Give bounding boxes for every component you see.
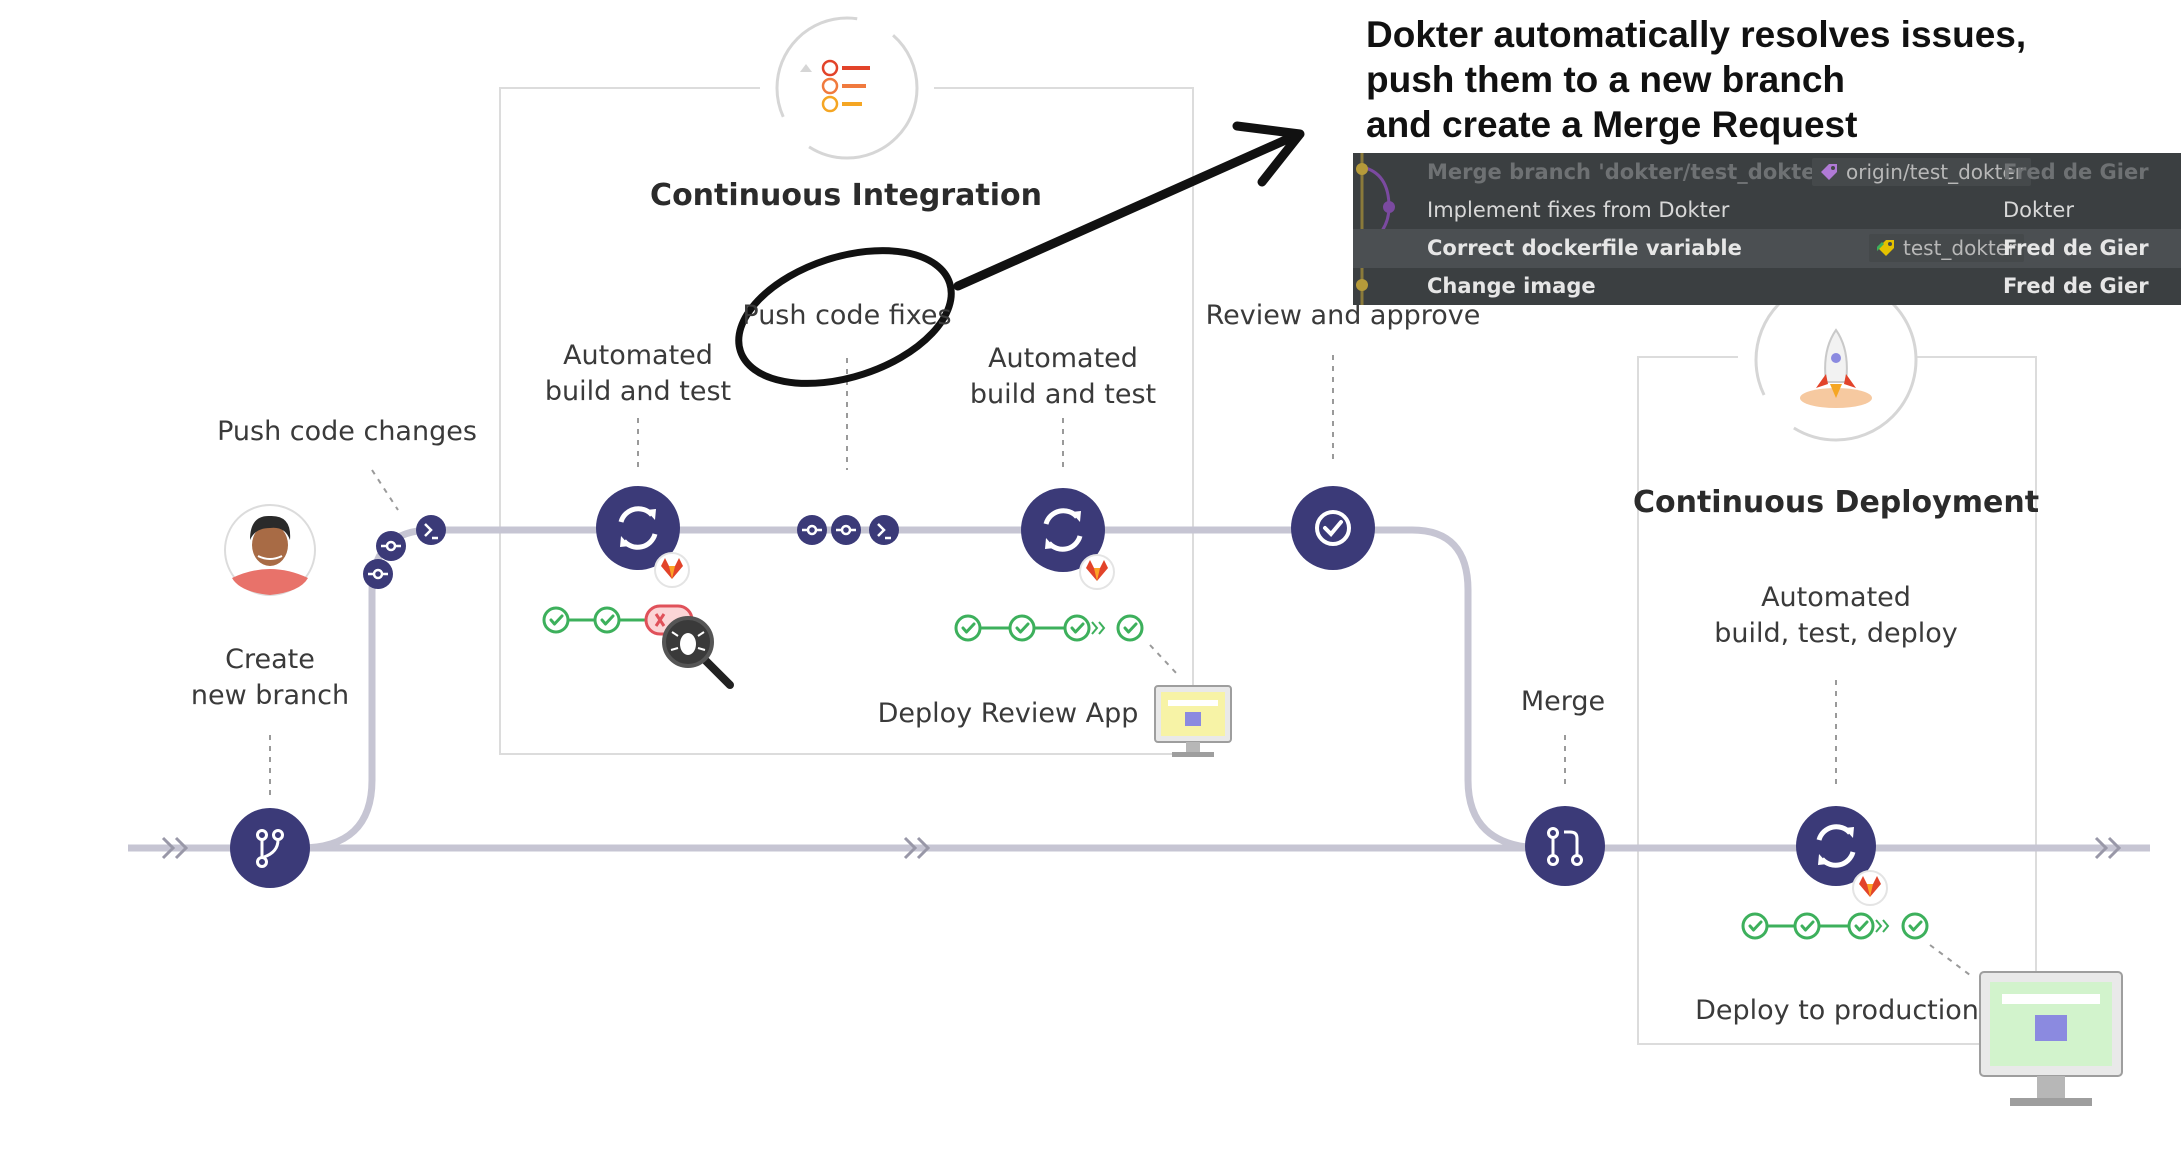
label-create-branch-1: Create: [225, 644, 315, 675]
chevrons-start: [161, 836, 189, 860]
label-push-code-fixes: Push code fixes: [742, 300, 952, 331]
monitor-icon: [1979, 971, 2123, 1106]
terminal-icon: [416, 515, 446, 545]
chevrons-mid: [903, 836, 931, 860]
commit-author: Dokter: [2003, 198, 2074, 222]
push-code-fixes-highlight: [735, 247, 955, 387]
commit-message: Merge branch 'dokter/test_dokter: [1427, 160, 1826, 184]
connector-review-app: [1149, 644, 1179, 676]
arrow-icon: [953, 133, 1295, 291]
annotation-callout: Dokter automatically resolves issues, pu…: [1366, 12, 2026, 147]
callout-line-2: push them to a new branch: [1366, 59, 1845, 100]
sync-icon: [596, 486, 680, 570]
check-circle-icon: [1291, 486, 1375, 570]
commit-author: Fred de Gier: [2003, 160, 2149, 184]
git-row-dokter-fixes[interactable]: Implement fixes from Dokter Dokter: [1353, 191, 2181, 230]
terminal-icon: [869, 515, 899, 545]
label-cd-auto-1: Automated: [1761, 582, 1911, 613]
connector-push-changes: [371, 469, 399, 511]
callout-line-3: and create a Merge Request: [1366, 104, 1858, 145]
checklist-icon: [775, 16, 919, 160]
label-auto-build-2b: build and test: [969, 379, 1157, 410]
branch-tag: origin/test_dokter: [1812, 158, 2031, 186]
branch-tag: test_dokter: [1869, 234, 2025, 262]
label-deploy-production: Deploy to production: [1695, 995, 1979, 1026]
label-cd-auto-2: build, test, deploy: [1714, 618, 1958, 649]
ci-title: Continuous Integration: [650, 178, 1042, 213]
callout-line-1: Dokter automatically resolves issues,: [1366, 14, 2027, 55]
label-create-branch-2: new branch: [190, 680, 350, 711]
cd-box: [1637, 356, 2037, 1045]
commit-author: Fred de Gier: [2003, 274, 2149, 298]
commit-message: Change image: [1427, 274, 1596, 298]
commit-icon: [363, 559, 393, 589]
branch-icon: [230, 808, 310, 888]
person-avatar-icon: [224, 504, 316, 596]
gitlab-fox-icon: [1079, 554, 1115, 590]
label-auto-build-2a: Automated: [988, 343, 1138, 374]
commit-message: Correct dockerfile variable: [1427, 236, 1742, 260]
bug-magnifier-icon: [662, 616, 734, 689]
merge-request-icon: [1525, 806, 1605, 886]
arrow-head: [1232, 121, 1305, 187]
label-auto-build-1a: Automated: [563, 340, 713, 371]
git-row-merge[interactable]: Merge branch 'dokter/test_dokter origin/…: [1353, 153, 2181, 192]
monitor-icon: [1154, 685, 1232, 757]
connector-production: [1929, 944, 1971, 976]
gitlab-fox-icon: [654, 552, 690, 588]
cd-title: Continuous Deployment: [1632, 485, 2040, 520]
label-auto-build-1b: build and test: [544, 376, 732, 407]
gitlab-fox-icon: [1852, 870, 1888, 906]
pipeline-status-3: [1741, 912, 1929, 940]
commit-icon: [376, 531, 406, 561]
tag-icon: [1877, 240, 1894, 256]
commit-author: Fred de Gier: [2003, 236, 2149, 260]
tag-icon: [1821, 164, 1837, 180]
label-deploy-review-app: Deploy Review App: [877, 698, 1139, 729]
label-merge: Merge: [1520, 686, 1606, 717]
rocket-icon: [1754, 278, 1918, 442]
feature-track: [299, 526, 1541, 852]
commit-message: Implement fixes from Dokter: [1427, 198, 1730, 222]
commit-icon: [831, 515, 861, 545]
label-review-approve: Review and approve: [1205, 300, 1481, 331]
sync-icon: [1021, 488, 1105, 572]
commit-icon: [797, 515, 827, 545]
git-log-panel: Merge branch 'dokter/test_dokter origin/…: [1353, 153, 2181, 305]
sync-icon: [1796, 806, 1876, 886]
git-row-dockerfile[interactable]: Correct dockerfile variable test_dokter …: [1353, 229, 2181, 268]
label-push-code-changes: Push code changes: [217, 416, 477, 447]
git-row-change-image[interactable]: Change image Fred de Gier: [1353, 267, 2181, 306]
chevrons-end: [2094, 836, 2122, 860]
pipeline-status-2: [954, 614, 1144, 642]
